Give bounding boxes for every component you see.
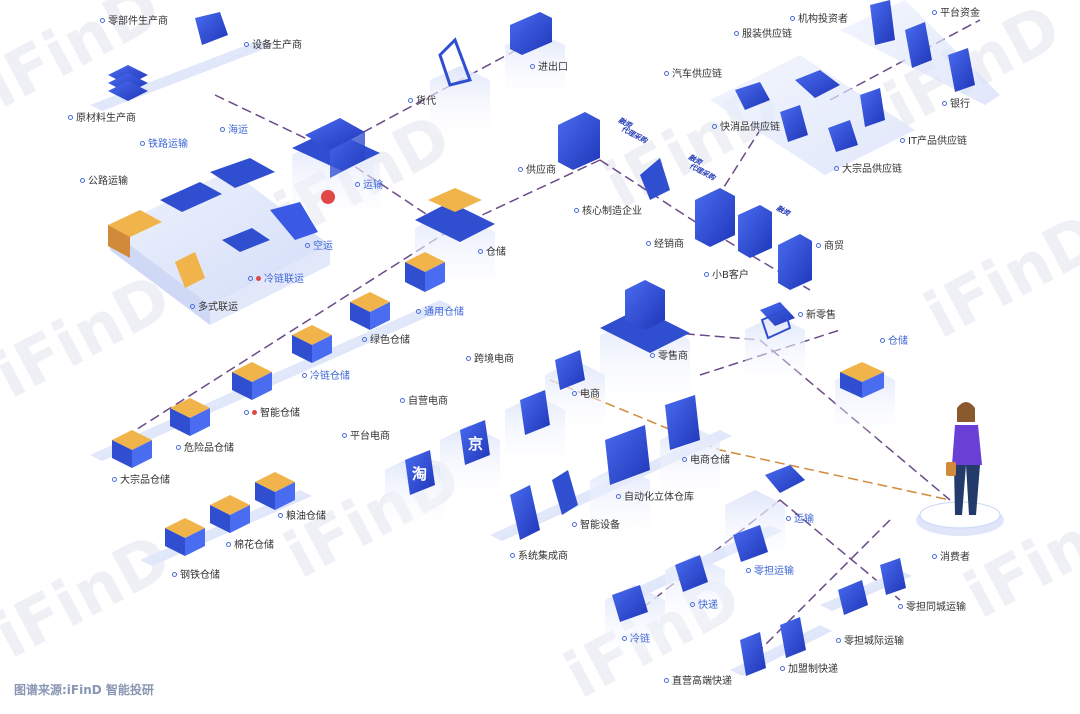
label-smart-equip: 智能设备 (572, 520, 620, 532)
label-air: 空运 (305, 241, 333, 253)
label-parts: 零部件生产商 (100, 16, 168, 28)
jd-icon: 京 (468, 435, 484, 453)
label-equipment: 设备生产商 (244, 40, 302, 52)
label-express: 快递 (690, 600, 718, 612)
label-green-wh: 绿色仓储 (362, 335, 410, 347)
label-sea: 海运 (220, 125, 248, 137)
blue-cube-icons (108, 0, 975, 676)
pillar-blocks (292, 32, 895, 665)
label-rail: 铁路运输 (140, 139, 188, 151)
label-smart-wh: 智能仓储 (244, 408, 300, 420)
label-transport2: 运输 (786, 514, 814, 526)
label-institution: 机构投资者 (790, 14, 848, 26)
label-ltl: 零担运输 (746, 566, 794, 578)
vehicles (108, 37, 670, 288)
taobao-icon: 淘 (412, 465, 428, 483)
label-retailer: 零售商 (650, 351, 688, 363)
label-multimodal: 多式联运 (190, 302, 238, 314)
label-bulk-sc: 大宗品供应链 (834, 164, 902, 176)
label-franchise-express: 加盟制快递 (780, 664, 838, 676)
label-fmcg: 快消品供应链 (712, 122, 780, 134)
label-small-b: 小B客户 (704, 270, 749, 282)
consumer-figure (916, 402, 1004, 536)
label-cotton-wh: 棉花仓储 (226, 540, 274, 552)
label-direct-express: 直营高端快递 (664, 676, 732, 688)
label-apparel: 服装供应链 (734, 29, 792, 41)
label-hazard-wh: 危险品仓储 (176, 443, 234, 455)
label-ec-wh: 电商仓储 (682, 455, 730, 467)
label-ltl-intercity: 零担城际运输 (836, 636, 904, 648)
label-it: IT产品供应链 (900, 136, 967, 148)
label-raw: 原材料生产商 (68, 113, 136, 125)
label-consumer: 消费者 (932, 552, 970, 564)
label-self-ec: 自营电商 (400, 396, 448, 408)
label-platform-fund: 平台资金 (932, 8, 980, 20)
label-ecommerce: 电商 (572, 389, 600, 401)
label-warehousing: 仓储 (478, 247, 506, 259)
label-bank: 银行 (942, 99, 970, 111)
label-forwarder: 货代 (408, 96, 436, 108)
label-auto: 汽车供应链 (664, 69, 722, 81)
label-grain-wh: 粮油仓储 (278, 511, 326, 523)
label-core: 核心制造企业 (574, 206, 642, 218)
flow-line (699, 329, 841, 376)
retail-icons (552, 308, 792, 515)
label-cold2: 冷链 (622, 634, 650, 646)
label-bulk-wh: 大宗品仓储 (112, 475, 170, 487)
label-new-retail: 新零售 (798, 310, 836, 322)
label-steel-wh: 钢铁仓储 (172, 570, 220, 582)
label-trade: 商贸 (816, 241, 844, 253)
label-auto-wh: 自动化立体仓库 (616, 492, 694, 504)
label-cold-wh: 冷链仓储 (302, 371, 350, 383)
label-dealer: 经销商 (646, 239, 684, 251)
label-import-export: 进出口 (530, 62, 568, 74)
label-integrator: 系统集成商 (510, 551, 568, 563)
transport-platform (110, 170, 330, 325)
label-transport: 运输 (355, 180, 383, 192)
flow-line (599, 129, 761, 227)
source-caption: 图谱来源:iFinD 智能投研 (14, 683, 154, 697)
label-cold-chain: 冷链联运 (248, 274, 304, 286)
label-ltl-city: 零担同城运输 (898, 602, 966, 614)
label-warehouse2: 仓储 (880, 336, 908, 348)
label-road: 公路运输 (80, 176, 128, 188)
label-supplier: 供应商 (518, 165, 556, 177)
label-general-wh: 通用仓储 (416, 307, 464, 319)
label-cross-border: 跨境电商 (466, 354, 514, 366)
flow-line (779, 499, 901, 601)
warehouse-icons (112, 188, 884, 556)
flow-line (119, 229, 451, 441)
label-platform-ec: 平台电商 (342, 431, 390, 443)
